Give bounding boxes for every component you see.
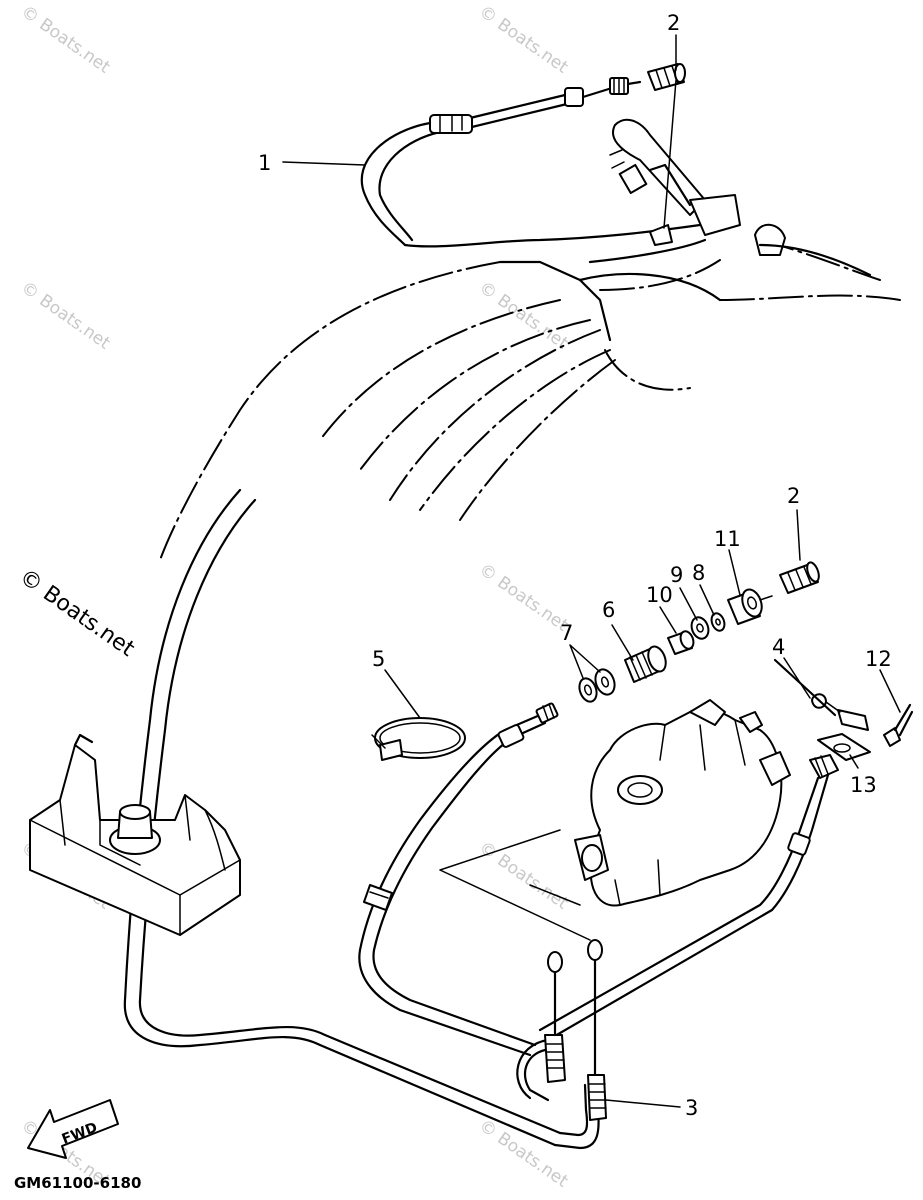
hull-outline bbox=[159, 239, 901, 561]
leader-lines bbox=[282, 34, 901, 1108]
drawing-code: GM61100-6180 bbox=[14, 1174, 141, 1192]
cable-1 bbox=[360, 77, 707, 264]
callout-9: 9 bbox=[670, 563, 683, 587]
part-2-top bbox=[647, 63, 686, 91]
cable-3 bbox=[538, 754, 839, 1042]
callout-12: 12 bbox=[865, 647, 892, 671]
pump-body bbox=[574, 699, 791, 907]
part-2-middle bbox=[779, 561, 820, 594]
callout-7: 7 bbox=[560, 621, 573, 645]
part-8-washer bbox=[710, 612, 726, 632]
callout-6: 6 bbox=[602, 598, 615, 622]
callouts: 1 2 2 3 4 5 6 7 8 9 10 11 12 13 bbox=[258, 11, 892, 1120]
callout-4: 4 bbox=[772, 635, 785, 659]
watermark: © Boats.net bbox=[475, 2, 572, 78]
watermarks: © Boats.net © Boats.net © Boats.net © Bo… bbox=[15, 2, 572, 1192]
callout-3: 3 bbox=[685, 1096, 698, 1120]
fwd-arrow: FWD bbox=[27, 1099, 119, 1159]
part-7-washers bbox=[578, 668, 616, 703]
callout-1: 1 bbox=[258, 151, 271, 175]
cable-2 bbox=[358, 702, 559, 1057]
watermark: © Boats.net bbox=[475, 278, 572, 354]
callout-2-middle: 2 bbox=[787, 484, 800, 508]
part-12-screw bbox=[883, 703, 914, 747]
part-4-bracket bbox=[773, 658, 869, 731]
bracket-block bbox=[29, 733, 241, 936]
watermark: © Boats.net bbox=[475, 560, 572, 636]
watermark-large: © Boats.net bbox=[15, 564, 140, 662]
callout-2-top: 2 bbox=[667, 11, 680, 35]
callout-13: 13 bbox=[850, 773, 877, 797]
part-11-nut bbox=[727, 588, 773, 625]
part-10-bushing bbox=[667, 630, 695, 655]
callout-10: 10 bbox=[646, 583, 673, 607]
part-5-clamp bbox=[371, 717, 466, 761]
watermark: © Boats.net bbox=[17, 2, 114, 78]
steering-pole bbox=[609, 118, 872, 277]
callout-8: 8 bbox=[692, 561, 705, 585]
callout-5: 5 bbox=[372, 647, 385, 671]
part-3-fittings bbox=[439, 829, 607, 1121]
callout-11: 11 bbox=[714, 527, 741, 551]
part-13-gasket bbox=[817, 733, 871, 761]
watermark: © Boats.net bbox=[17, 278, 114, 354]
watermark: © Boats.net bbox=[475, 1116, 572, 1192]
watermark: © Boats.net bbox=[475, 838, 572, 914]
part-6-fitting bbox=[624, 645, 667, 683]
